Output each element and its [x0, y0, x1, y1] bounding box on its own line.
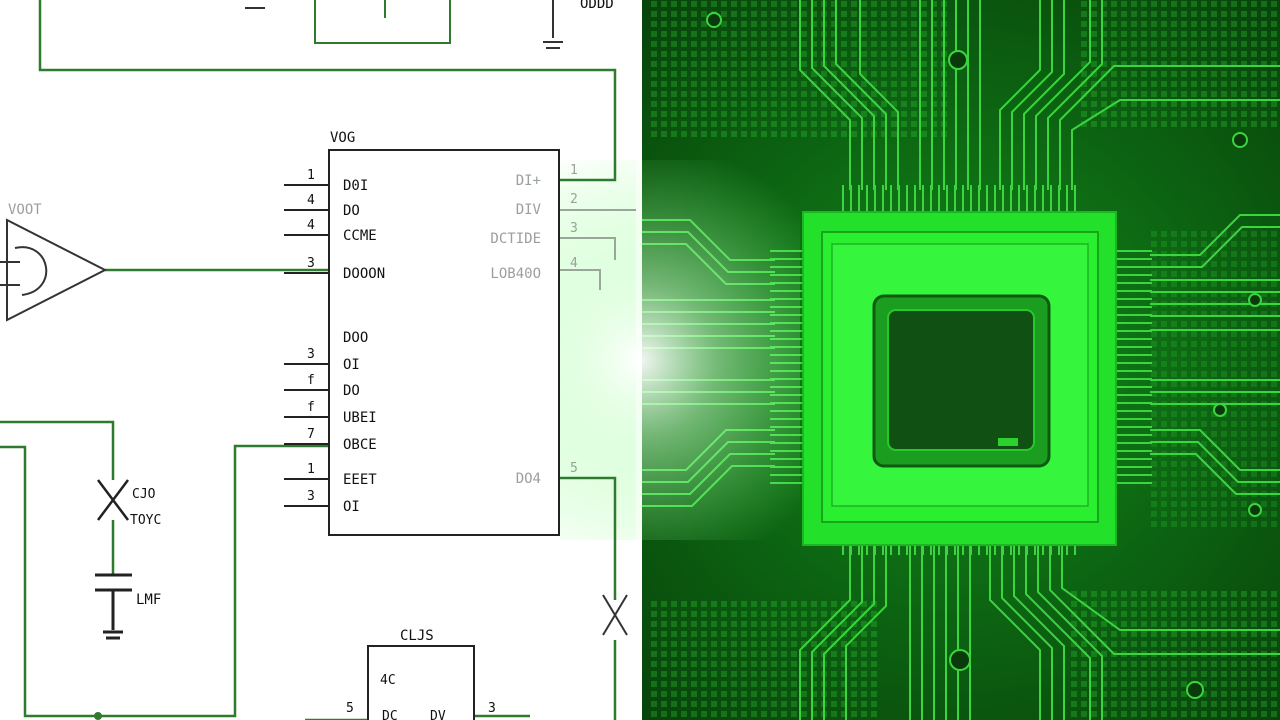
pin-number: f	[307, 373, 315, 388]
pin-label: UBEI	[343, 410, 377, 426]
pcb-pins-right	[1112, 245, 1152, 490]
junction-dot	[94, 712, 102, 720]
pin-number: 4	[307, 193, 315, 208]
pin-label: DOO	[343, 330, 368, 346]
pcb-board	[642, 0, 1280, 720]
crystal-label-1: CJO	[132, 487, 156, 502]
pin-label: DO4	[516, 471, 541, 487]
pcb-traces-top	[799, 0, 1280, 190]
pin-label: LOB40O	[490, 266, 541, 282]
pin-number: 5	[570, 461, 578, 476]
pin-label: D0I	[343, 178, 368, 194]
pin-number: 1	[307, 168, 315, 183]
ic-bottom-num-right: 3	[488, 701, 496, 716]
amplifier-label: VOOT	[8, 202, 42, 218]
schematic-wires-light	[560, 209, 636, 290]
top-label: ODDD	[580, 0, 614, 12]
seam-glow	[560, 160, 800, 540]
pin-number: f	[307, 400, 315, 415]
pcb-traces-right	[1150, 214, 1280, 495]
ic-main-left-pin: 3OI	[284, 489, 360, 515]
pin-label: EEET	[343, 472, 377, 488]
pin-label: CCME	[343, 228, 377, 244]
pin-label: DO	[343, 383, 360, 399]
ic-bottom-pin1: 4C	[380, 673, 396, 688]
pcb-traces-bottom	[799, 545, 1280, 720]
capacitor-symbol	[95, 573, 132, 640]
ic-main-title: VOG	[330, 130, 355, 146]
pin-label: OI	[343, 357, 360, 373]
ic-bottom-pin3: DV	[430, 709, 446, 720]
ic-main-right-pin: 1DI+	[516, 163, 578, 189]
ic-main-left-pin: fDO	[284, 373, 360, 399]
pin-number: 1	[570, 163, 578, 178]
pcb-pins-top	[840, 185, 1080, 215]
pin-number: 2	[570, 192, 578, 207]
ic-bottom-title: CLJS	[400, 628, 434, 644]
ic-bottom-body	[367, 645, 475, 720]
pin-label: DIV	[516, 202, 542, 218]
pin-number: 1	[307, 462, 315, 477]
capacitor-label: LMF	[136, 592, 161, 608]
pin-number: 3	[307, 256, 315, 271]
pcb-vias	[706, 12, 1262, 699]
ic-bottom-num-left: 5	[346, 701, 354, 716]
crystal-symbol	[97, 479, 129, 521]
top-ground	[245, 0, 563, 49]
crossing-symbol	[602, 594, 628, 636]
pin-label: DO	[343, 203, 360, 219]
pin-number: 3	[570, 221, 578, 236]
ic-main-body	[328, 149, 560, 536]
pin-number: 7	[307, 427, 315, 442]
crystal-label-2: TOYC	[130, 513, 161, 528]
ic-main-left-pin: DOO	[343, 330, 368, 346]
ic-main-left-pins: 1D0I4DO4CCME3DOOONDOO3OIfDOfUBEI7OBCE1EE…	[284, 168, 385, 515]
pin-label: OBCE	[343, 437, 377, 453]
schematic-wires	[0, 0, 617, 720]
pin-number: 4	[307, 218, 315, 233]
pin-number: 4	[570, 256, 578, 271]
cpu-chip	[802, 211, 1117, 546]
pin-label: DI+	[516, 173, 541, 189]
pin-number: 3	[307, 347, 315, 362]
ic-main-left-pin: 4DO	[284, 193, 360, 219]
amplifier-symbol	[0, 218, 108, 322]
ic-main-left-pin: 3OI	[284, 347, 360, 373]
pin-label: OI	[343, 499, 360, 515]
divider	[636, 0, 642, 720]
pin-number: 3	[307, 489, 315, 504]
ic-bottom-pin2: DC	[382, 709, 398, 720]
top-component	[314, 0, 451, 44]
pin-label: DOOON	[343, 266, 385, 282]
pin-label: DCTIDE	[490, 231, 541, 247]
